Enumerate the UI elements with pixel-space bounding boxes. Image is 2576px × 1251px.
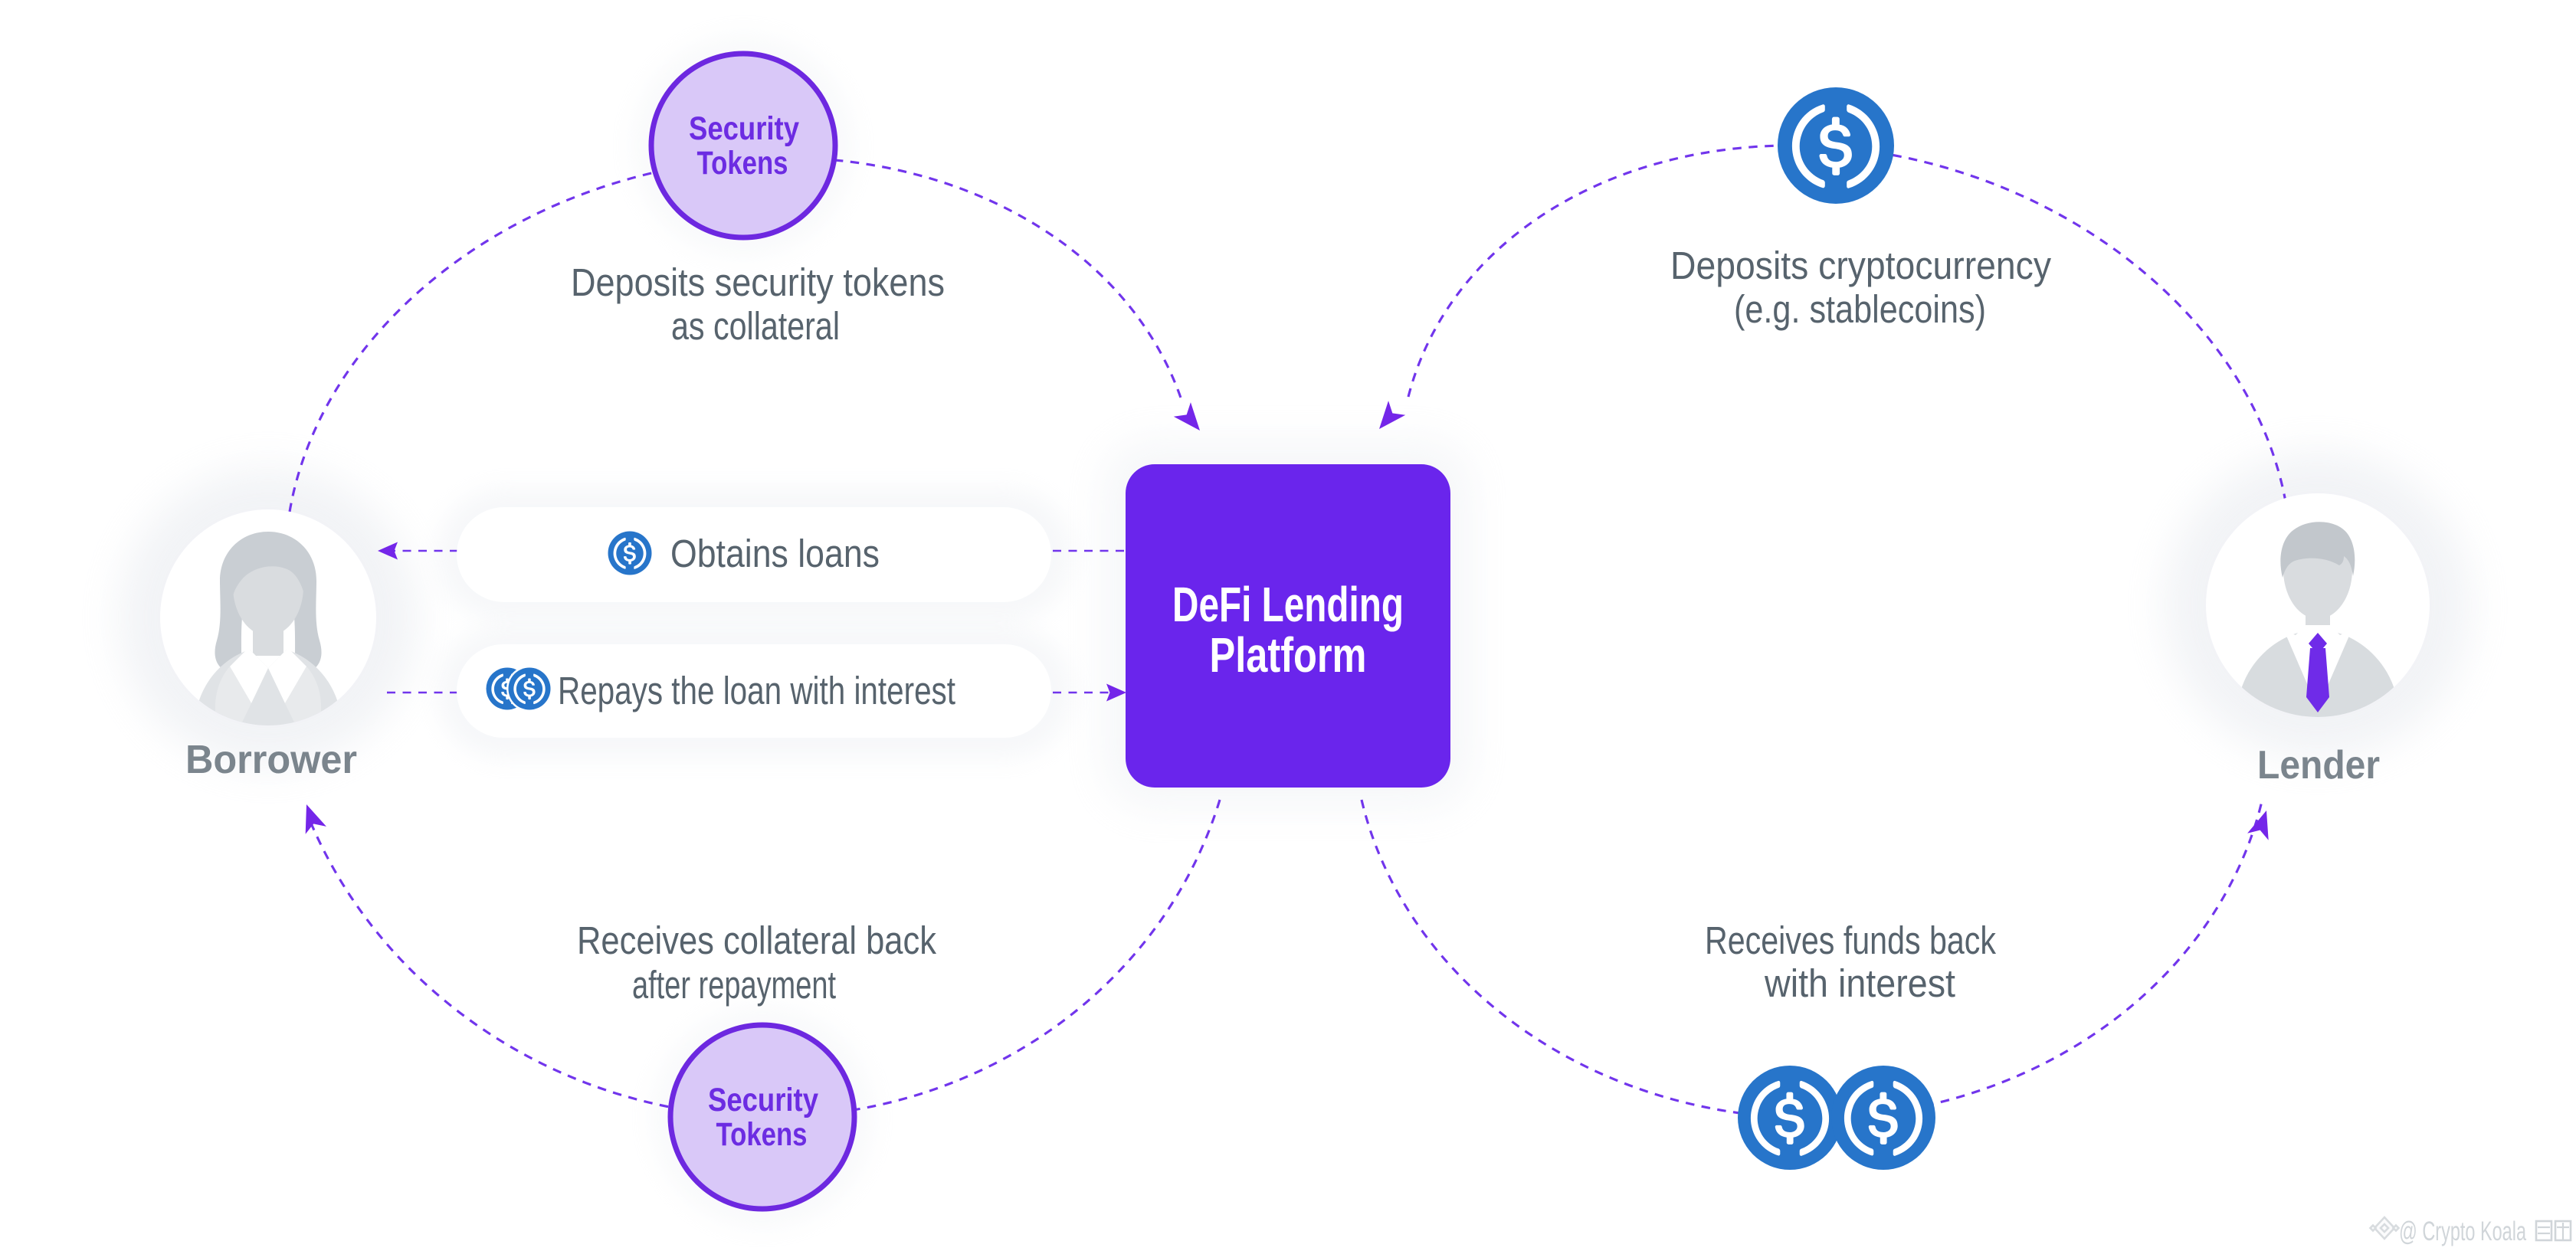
svg-text:(e.g. stablecoins): (e.g. stablecoins) [1734,287,1986,331]
svg-text:Platform: Platform [1210,627,1367,683]
svg-text:Lender: Lender [2257,743,2380,788]
svg-text:DeFi Lending: DeFi Lending [1172,577,1404,632]
svg-text:Security: Security [689,110,799,147]
svg-text:as collateral: as collateral [671,304,840,348]
svg-text:Repays the loan with interest: Repays the loan with interest [558,669,955,712]
svg-text:after repayment: after repayment [632,963,836,1007]
svg-text:Deposits cryptocurrency: Deposits cryptocurrency [1670,244,2051,287]
svg-text:with interest: with interest [1764,961,1955,1005]
svg-text:Security: Security [708,1082,818,1118]
svg-text:Receives collateral back: Receives collateral back [577,919,936,962]
svg-text:Deposits security tokens: Deposits security tokens [571,260,945,304]
svg-text:Tokens: Tokens [716,1116,808,1153]
svg-text:Tokens: Tokens [697,145,788,182]
svg-text:@ Crypto Koala: @ Crypto Koala [2399,1217,2526,1246]
svg-text:Borrower: Borrower [185,738,357,782]
svg-text:Obtains loans: Obtains loans [670,532,880,575]
svg-text:Receives funds back: Receives funds back [1705,919,1996,962]
